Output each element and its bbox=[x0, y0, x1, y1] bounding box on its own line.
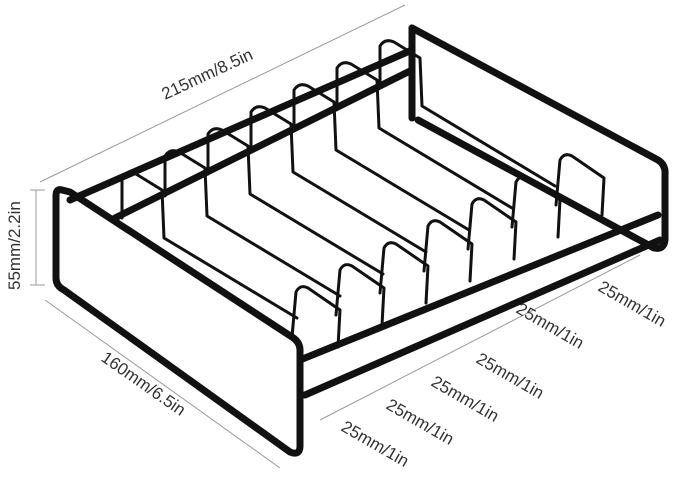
front-tine bbox=[290, 285, 342, 349]
back-tine bbox=[292, 83, 471, 232]
slot-spacing-label: 25mm/1in bbox=[383, 395, 457, 449]
height-label: 55mm/2.2in bbox=[5, 201, 24, 290]
rack-tines bbox=[120, 39, 606, 349]
slot-spacing-label: 25mm/1in bbox=[338, 417, 412, 471]
back-tine bbox=[249, 105, 428, 254]
front-tine bbox=[422, 219, 474, 283]
slot-spacing-label: 25mm/1in bbox=[595, 277, 669, 331]
back-tine bbox=[163, 149, 342, 298]
front-tine bbox=[554, 153, 606, 217]
slot-spacing-label: 25mm/1in bbox=[473, 349, 547, 403]
dimension-guides bbox=[30, 4, 641, 469]
length-label: 215mm/8.5in bbox=[159, 45, 256, 104]
back-tine bbox=[335, 61, 514, 210]
front-tine bbox=[334, 263, 386, 327]
front-tine bbox=[510, 175, 562, 239]
back-tine bbox=[378, 39, 557, 188]
width-label: 160mm/6.5in bbox=[98, 348, 189, 420]
slot-spacing-label: 25mm/1in bbox=[428, 372, 502, 426]
back-tine bbox=[120, 171, 299, 320]
back-tine bbox=[206, 127, 385, 276]
slot-spacing-label: 25mm/1in bbox=[513, 299, 587, 353]
front-tine bbox=[466, 197, 518, 261]
front-tine bbox=[378, 241, 430, 305]
